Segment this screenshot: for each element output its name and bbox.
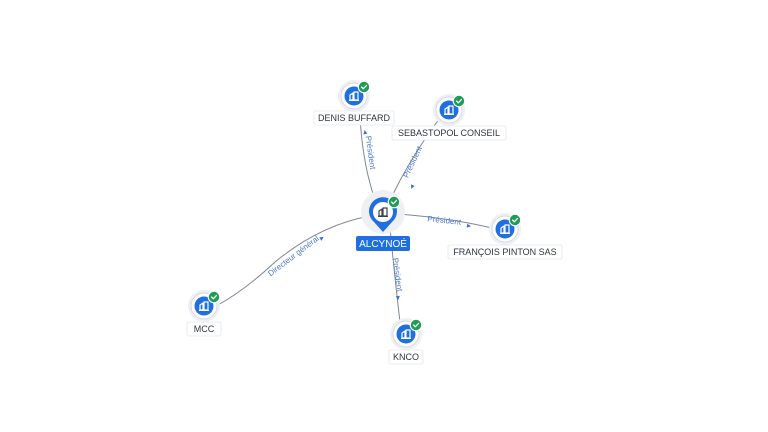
edge-line [397, 213, 493, 229]
node-label-text: FRANÇOIS PINTON SAS [453, 247, 556, 257]
edge-denis[interactable]: Président [359, 114, 377, 198]
verified-badge-icon [409, 318, 423, 332]
edge-label: Président [391, 257, 405, 292]
verified-badge-icon [207, 290, 221, 304]
edge-label: Président [427, 214, 462, 227]
node-knco[interactable]: KNCO [388, 318, 424, 365]
node-label-box [391, 125, 507, 141]
node-denis[interactable]: DENIS BUFFARD [313, 80, 395, 126]
arrow-icon [395, 295, 400, 300]
edge-label: Directeur général [266, 234, 321, 278]
node-label[interactable]: SEBASTOPOL CONSEIL [391, 125, 507, 141]
node-label-box [313, 110, 395, 126]
node-label[interactable]: DENIS BUFFARD [313, 110, 395, 126]
edge-label: Président [402, 144, 425, 179]
building-icon [199, 301, 209, 311]
verified-badge-icon [357, 80, 371, 94]
center-label[interactable]: ALCYNOÉ [356, 236, 410, 251]
arrow-icon [363, 130, 368, 135]
edge-line [217, 215, 371, 306]
building-icon [444, 105, 454, 115]
node-label-box [186, 321, 222, 337]
center-label-box [356, 236, 410, 251]
verified-badge-icon [508, 213, 522, 227]
building-icon [349, 91, 359, 101]
node-label-text: SEBASTOPOL CONSEIL [398, 128, 500, 138]
node-label-box [447, 244, 563, 260]
node-pinton[interactable]: FRANÇOIS PINTON SAS [447, 213, 563, 260]
building-icon [378, 207, 388, 217]
center-node[interactable]: ALCYNOÉ [356, 190, 410, 251]
node-label[interactable]: FRANÇOIS PINTON SAS [447, 244, 563, 260]
nodes-layer: DENIS BUFFARD SEBASTOPOL CONSEIL FRANÇOIS … [186, 80, 563, 365]
edge-mcc[interactable]: Directeur général [217, 215, 371, 306]
node-label[interactable]: KNCO [388, 349, 424, 365]
node-label-text: KNCO [393, 352, 419, 362]
node-label[interactable]: MCC [186, 321, 222, 337]
verified-badge-icon [387, 195, 401, 209]
arrow-icon [411, 184, 415, 189]
edge-line [390, 117, 441, 199]
building-icon [500, 224, 510, 234]
node-mcc[interactable]: MCC [186, 290, 222, 337]
node-label-text: DENIS BUFFARD [318, 113, 391, 123]
verified-badge-icon [452, 94, 466, 108]
arrow-icon [466, 223, 471, 228]
arrow-icon [319, 236, 324, 241]
edge-pinton[interactable]: Président [397, 213, 493, 229]
center-label-text: ALCYNOÉ [359, 237, 407, 250]
node-sebastopol[interactable]: SEBASTOPOL CONSEIL [391, 94, 507, 141]
node-label-box [388, 349, 424, 365]
building-icon [401, 329, 411, 339]
node-label-text: MCC [194, 324, 215, 334]
